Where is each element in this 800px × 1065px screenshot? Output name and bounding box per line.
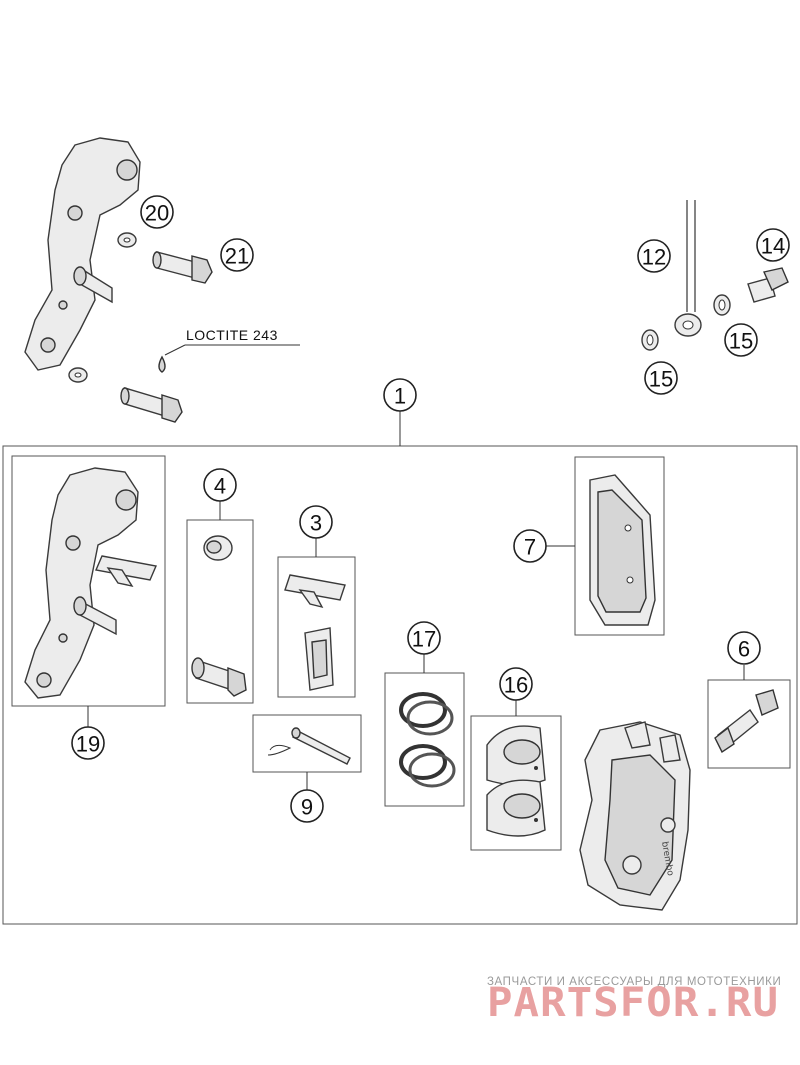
callout-16[interactable]: 16 xyxy=(499,667,533,701)
svg-text:16: 16 xyxy=(504,673,528,698)
svg-text:15: 15 xyxy=(729,329,753,354)
washer-15-left xyxy=(641,329,659,351)
svg-text:4: 4 xyxy=(214,474,226,499)
callout-17[interactable]: 17 xyxy=(407,621,441,655)
svg-text:21: 21 xyxy=(225,244,249,269)
seal-kit-17 xyxy=(399,692,456,788)
svg-text:19: 19 xyxy=(76,732,100,757)
callout-4[interactable]: 4 xyxy=(203,468,237,502)
callout-15-left[interactable]: 15 xyxy=(644,361,678,395)
callout-9[interactable]: 9 xyxy=(290,789,324,823)
group-6-frame xyxy=(707,679,791,769)
callout-1[interactable]: 1 xyxy=(383,378,417,412)
bleeder-valve-6 xyxy=(714,689,779,754)
callout-15-right[interactable]: 15 xyxy=(724,323,758,357)
svg-text:9: 9 xyxy=(301,795,313,820)
callout-3[interactable]: 3 xyxy=(299,505,333,539)
banjo-bolt-14 xyxy=(747,267,789,303)
callout-14[interactable]: 14 xyxy=(756,228,790,262)
bolt-lower xyxy=(120,387,183,423)
pin-clip-9 xyxy=(267,727,351,765)
svg-text:6: 6 xyxy=(738,637,750,662)
loctite-drop-icon xyxy=(158,355,166,373)
brake-line-12 xyxy=(674,200,702,337)
svg-text:1: 1 xyxy=(394,384,406,409)
svg-text:12: 12 xyxy=(642,245,666,270)
svg-text:17: 17 xyxy=(412,627,436,652)
bolt-21 xyxy=(152,251,213,284)
washer-15-right xyxy=(713,294,731,316)
pistons-16 xyxy=(486,725,546,837)
caliper-bracket-top xyxy=(24,137,141,371)
callout-6[interactable]: 6 xyxy=(727,631,761,665)
callout-7[interactable]: 7 xyxy=(513,529,547,563)
svg-text:3: 3 xyxy=(310,511,322,536)
pad-pin-set-4 xyxy=(191,535,247,697)
loctite-label: LOCTITE 243 xyxy=(186,327,278,343)
washer-lower xyxy=(68,367,88,383)
brake-caliper-body: brembo xyxy=(579,721,691,911)
callout-19[interactable]: 19 xyxy=(71,726,105,760)
svg-text:20: 20 xyxy=(145,201,169,226)
callout-21[interactable]: 21 xyxy=(220,238,254,272)
svg-text:7: 7 xyxy=(524,535,536,560)
washer-20 xyxy=(117,232,137,248)
brake-pad-7 xyxy=(589,474,656,626)
callout-12[interactable]: 12 xyxy=(637,239,671,273)
watermark-site: PARTSFOR.RU xyxy=(487,980,779,1026)
watermark-tagline: ЗАПЧАСТИ И АКСЕССУАРЫ ДЛЯ МОТОТЕХНИКИ xyxy=(487,976,781,988)
spring-kit-3 xyxy=(284,574,346,691)
svg-text:14: 14 xyxy=(761,234,785,259)
caliper-bracket-19 xyxy=(24,467,157,699)
svg-text:15: 15 xyxy=(649,367,673,392)
callout-20[interactable]: 20 xyxy=(140,195,174,229)
